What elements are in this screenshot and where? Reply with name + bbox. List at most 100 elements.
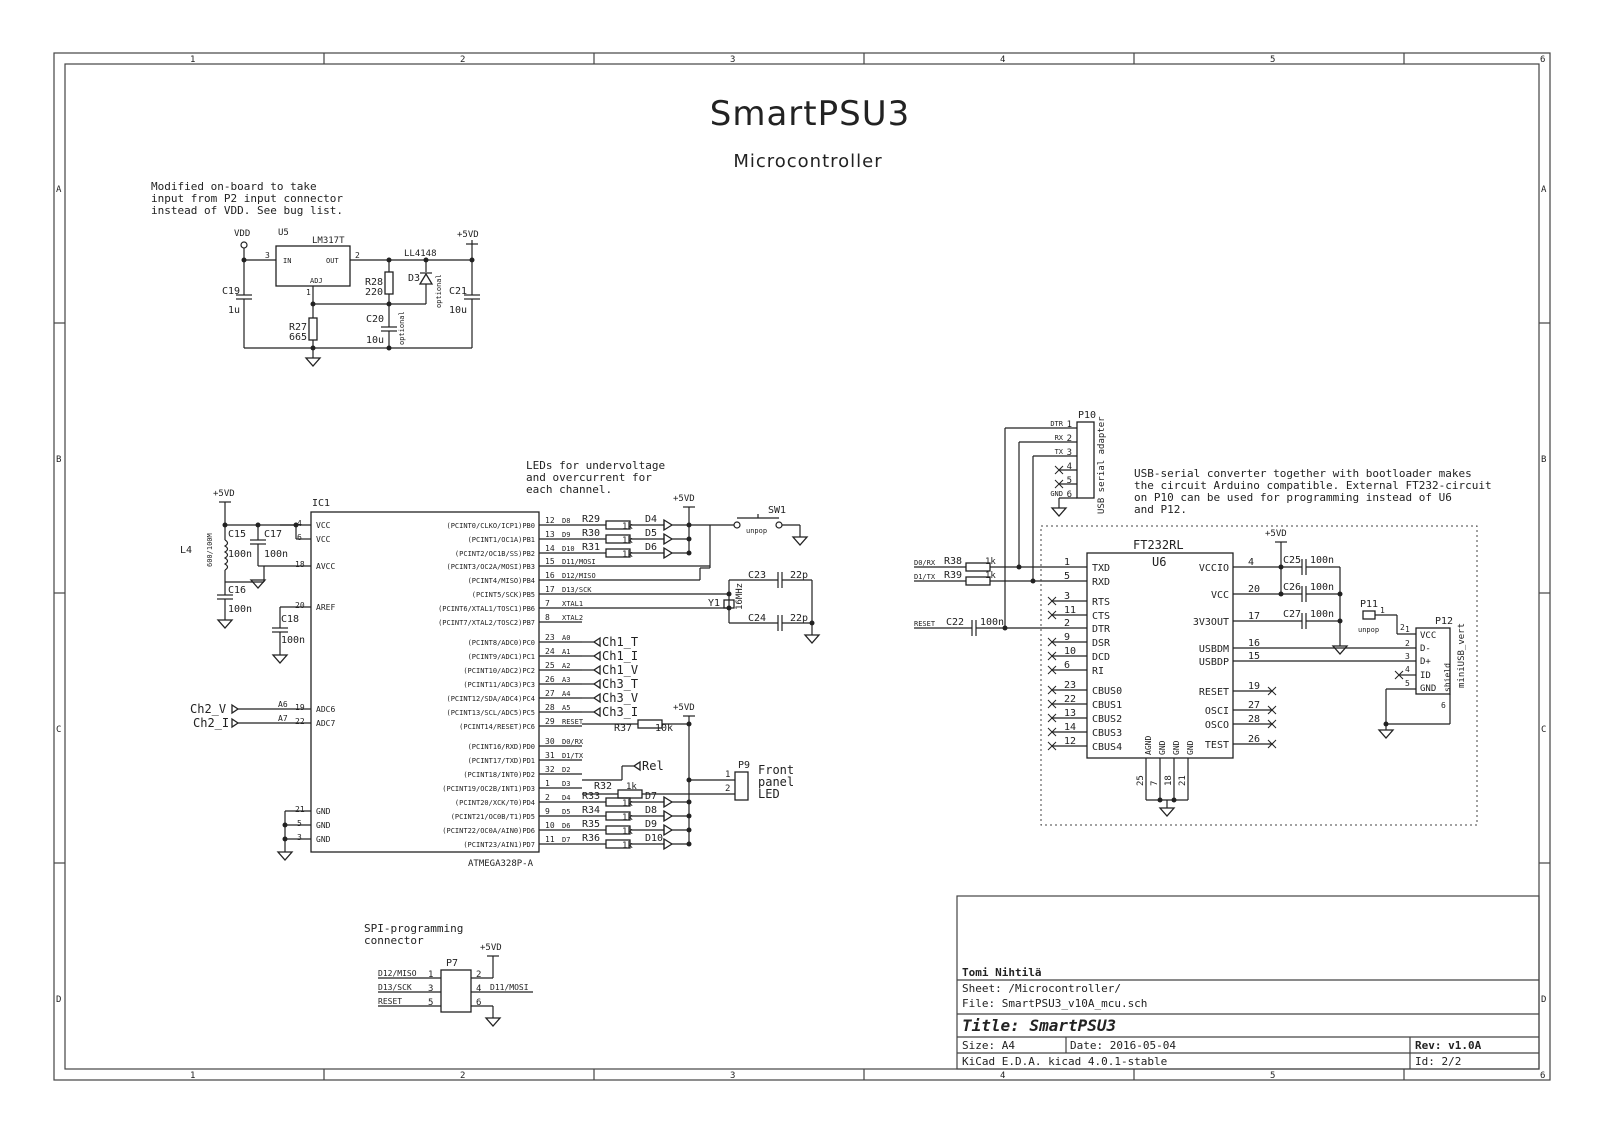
ic1-value: ATMEGA328P-A [468, 859, 534, 869]
c17-value: 100n [264, 549, 288, 560]
junction [686, 799, 692, 805]
no-connect [1047, 685, 1057, 695]
net-name: D11/MOSI [562, 558, 596, 566]
r28-ref: R28 [365, 277, 383, 288]
row-label: A [56, 185, 62, 195]
pin-number: 4 [1248, 557, 1254, 568]
r39-ref: R39 [944, 570, 962, 581]
resistor-value: 1k [622, 799, 633, 809]
pin-number: 3 [428, 984, 433, 994]
pin-name: IN [283, 257, 291, 265]
pin-number: 25 [545, 661, 555, 670]
junction [686, 536, 692, 542]
c22-ref: C22 [946, 617, 964, 628]
led-ref: D4 [645, 514, 657, 525]
gnd-symbol [1331, 645, 1349, 655]
pin-number: 27 [1248, 700, 1260, 711]
pin-number: 3 [1405, 652, 1410, 661]
column-label: 4 [1000, 55, 1005, 65]
pin-name: CBUS2 [1092, 714, 1122, 725]
r32-ref: R32 [594, 781, 612, 792]
pin-name: VCC [1211, 590, 1229, 601]
no-connect [1047, 596, 1057, 606]
resistor-ref: R29 [582, 514, 600, 525]
note-line: input from P2 input connector [151, 192, 343, 205]
pin-number: 2 [1400, 623, 1405, 632]
vdd-flag [240, 241, 248, 249]
no-connect [1047, 610, 1057, 620]
net-name: A5 [562, 704, 570, 712]
p9-ref: P9 [738, 760, 750, 771]
pin-number: 6 [1441, 701, 1446, 710]
pin-name: (PCINT17/TXD)PD1 [468, 757, 535, 765]
pin-name: GND [1172, 740, 1181, 755]
pin-number: 19 [1248, 681, 1260, 692]
column-label: 1 [190, 1071, 195, 1081]
p5vd-label: +5VD [480, 943, 502, 953]
p11-connector [1362, 610, 1376, 620]
pin-name: VCC [1420, 631, 1436, 641]
c16-ref: C16 [228, 585, 246, 596]
pin-name: ADC7 [316, 719, 335, 728]
net-name: XTAL2 [562, 614, 583, 622]
led-ref: D10 [645, 833, 663, 844]
net-name: D3 [562, 780, 570, 788]
u6-ref: U6 [1152, 555, 1166, 569]
c18-ref: C18 [281, 614, 299, 625]
c21-ref: C21 [449, 286, 467, 297]
pin-name: (PCINT0/CLKO/ICP1)PB0 [446, 522, 535, 530]
net-name: A1 [562, 648, 570, 656]
net-name: A7 [278, 714, 288, 723]
pin-number: 3 [1064, 591, 1070, 602]
no-connect [1047, 665, 1057, 675]
pin-number: 13 [1064, 708, 1076, 719]
gnd-symbol [271, 654, 289, 664]
c27-value: 100n [1310, 609, 1334, 620]
pin-name: RESET [1199, 687, 1229, 698]
no-connect [1047, 713, 1057, 723]
d3-ref: D3 [408, 273, 420, 284]
pin-name: (PCINT6/XTAL1/TOSC1)PB6 [438, 605, 535, 613]
net-name: XTAL1 [562, 600, 583, 608]
pin-name: (PCINT12/SDA/ADC4)PC4 [446, 695, 535, 703]
pin-name: OUT [326, 257, 339, 265]
pin-number: 10 [545, 821, 555, 830]
pin-name: (PCINT5/SCK)PB5 [472, 591, 535, 599]
title-field: Title: SmartPSU3 [962, 1016, 1116, 1035]
no-connect [1267, 686, 1277, 696]
c24-ref: C24 [748, 613, 766, 624]
p10-ref: P10 [1078, 410, 1096, 421]
p7-ref: P7 [446, 958, 458, 969]
pin-name: (PCINT3/OC2A/MOSI)PB3 [446, 563, 535, 571]
net-name: D8 [562, 517, 570, 525]
pin-name: (PCINT19/OC2B/INT1)PD3 [442, 785, 535, 793]
pin-name: ADJ [310, 277, 323, 285]
junction [686, 841, 692, 847]
y1-ref: Y1 [708, 598, 720, 609]
row-label: D [1541, 995, 1546, 1005]
pin-number: 30 [545, 737, 555, 746]
net-name: D0/RX [562, 738, 584, 746]
row-label: B [1541, 455, 1546, 465]
note-line: Modified on-board to take [151, 180, 317, 193]
file-name: File: SmartPSU3_v10A_mcu.sch [962, 997, 1147, 1010]
pin-number: 4 [297, 519, 302, 528]
net-name: D12/MISO [562, 572, 596, 580]
net-label-ch2-i: Ch2_I [193, 716, 229, 730]
l4-ref: L4 [180, 545, 192, 556]
pin-name: USBDP [1199, 657, 1229, 668]
resistor-value: 1k [622, 536, 633, 546]
r39-value: 1k [985, 571, 996, 581]
column-label: 1 [190, 55, 195, 65]
pin-number: 12 [1064, 736, 1076, 747]
pin-number: 25 [1136, 775, 1146, 786]
net-name: D13/SCK [378, 983, 412, 992]
p7-body [440, 969, 472, 1013]
row-label: C [1541, 725, 1546, 735]
resistor-ref: R30 [582, 528, 600, 539]
no-connect [1047, 699, 1057, 709]
pin-number: 3 [265, 251, 270, 260]
pin-number: 9 [1064, 632, 1070, 643]
